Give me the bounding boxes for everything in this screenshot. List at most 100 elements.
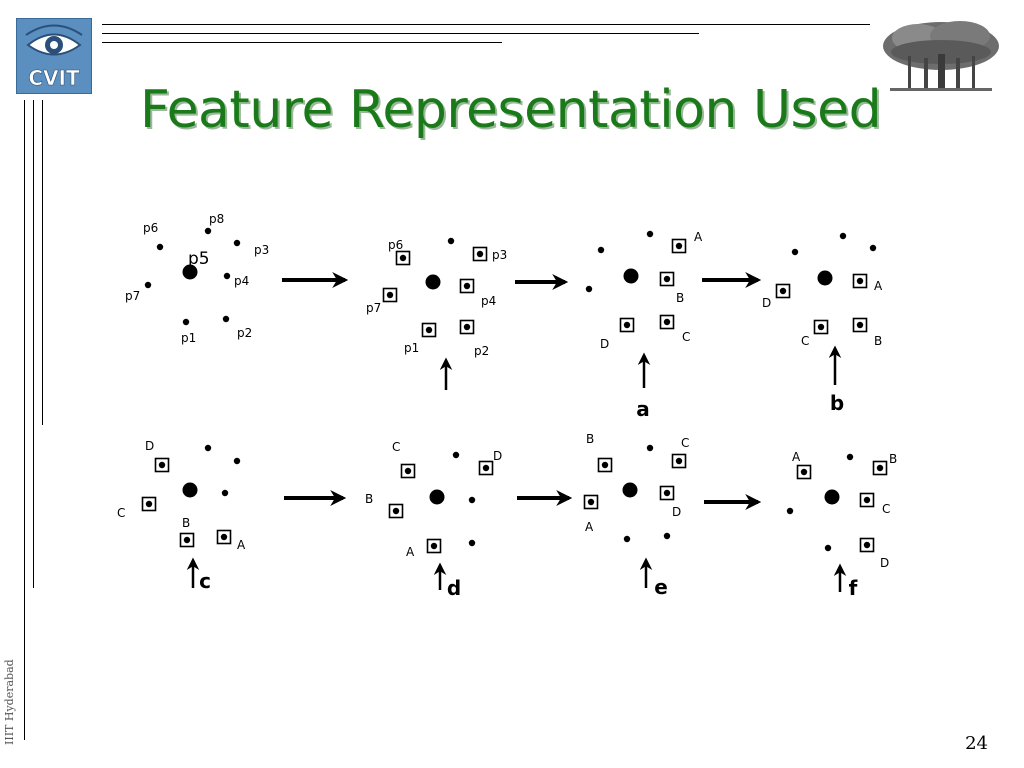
feature-point [221,489,229,497]
panel-caption: d [447,576,461,600]
feature-point [646,230,654,238]
feature-point [817,323,825,331]
feature-point [663,275,671,283]
feature-point [587,498,595,506]
feature-point [601,461,609,469]
point-label: A [874,279,883,293]
feature-point [425,326,433,334]
point-label: p3 [492,248,507,262]
center-point [622,482,638,498]
feature-point [430,542,438,550]
point-label: p3 [254,243,269,257]
point-label: p2 [474,344,489,358]
feature-point [204,227,212,235]
point-label: B [182,516,190,530]
point-label: D [600,337,609,351]
logo-text: CVIT [28,66,80,90]
feature-point [233,239,241,247]
feature-point [156,243,164,251]
point-label: p6 [143,221,158,235]
feature-point [824,544,832,552]
feature-point [468,496,476,504]
feature-point [233,457,241,465]
panel-caption: f [849,576,858,600]
panel-caption: e [654,575,668,599]
point-label: p1 [181,331,196,345]
point-label: C [117,506,125,520]
point-label: C [882,502,890,516]
feature-point [856,277,864,285]
page-number: 24 [965,733,988,754]
feature-point [482,464,490,472]
side-rule-1 [24,100,25,740]
point-label: p4 [481,294,496,308]
point-label: D [672,505,681,519]
slide-title: Feature Representation Used [140,80,882,140]
feature-point [663,489,671,497]
feature-point [386,291,394,299]
feature-point [646,444,654,452]
center-point [623,268,639,284]
point-label: B [586,432,594,446]
point-label: B [676,291,684,305]
point-label: B [874,334,882,348]
center-point [429,489,445,505]
panel-caption: c [199,569,211,593]
point-label: p6 [388,238,403,252]
point-label: A [406,545,415,559]
feature-point [876,464,884,472]
point-label: A [237,538,246,552]
feature-point [183,536,191,544]
feature-point [623,321,631,329]
point-label: p2 [237,326,252,340]
feature-point [839,232,847,240]
point-label: D [880,556,889,570]
feature-point [675,242,683,250]
feature-point [223,272,231,280]
point-label: B [889,452,897,466]
banyan-tree-image [883,21,999,91]
point-label: B [365,492,373,506]
feature-point [663,318,671,326]
center-point [817,270,833,286]
center-point [824,489,840,505]
cvit-logo: CVIT [16,18,92,94]
feature-point [675,457,683,465]
point-label: D [145,439,154,453]
point-label: A [694,230,703,244]
side-rule-3 [42,100,43,425]
feature-point [786,507,794,515]
point-label: p8 [209,212,224,226]
panel-caption: a [636,397,650,421]
feature-point [779,287,787,295]
feature-point [204,444,212,452]
point-label: C [681,436,689,450]
point-label: C [682,330,690,344]
point-label: p1 [404,341,419,355]
feature-point [404,467,412,475]
feature-point [869,244,877,252]
feature-point [447,237,455,245]
feature-point [452,451,460,459]
point-label: C [801,334,809,348]
point-label: A [792,450,801,464]
feature-point [597,246,605,254]
feature-point [800,468,808,476]
feature-point [623,535,631,543]
side-rule-2 [33,100,34,588]
feature-point [463,323,471,331]
point-label: A [585,520,594,534]
feature-point [585,285,593,293]
center-point [425,274,441,290]
feature-point [158,461,166,469]
feature-point [392,507,400,515]
feature-point [663,532,671,540]
center-point [182,264,198,280]
feature-point [468,539,476,547]
point-label: p7 [366,301,381,315]
point-label-large: p5 [188,249,210,269]
feature-point [476,250,484,258]
feature-point [856,321,864,329]
institution-footer: IIIT Hyderabad [3,659,16,745]
feature-point [222,315,230,323]
